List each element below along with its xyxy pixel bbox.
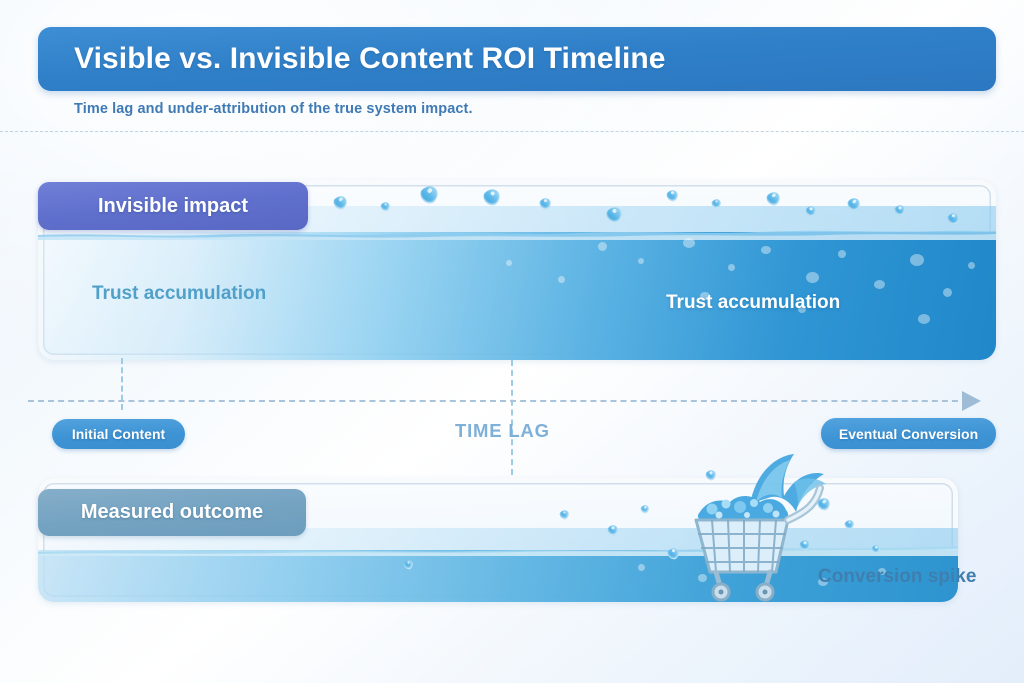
page-title: Visible vs. Invisible Content ROI Timeli… [74, 42, 666, 75]
timeline-tick-timelag [511, 360, 513, 475]
conversion-spike-label: Conversion spike [818, 566, 977, 587]
invisible-impact-badge-label: Invisible impact [97, 194, 249, 217]
invisible-impact-badge[interactable]: Invisible impact [38, 182, 308, 230]
water-bubble [798, 306, 806, 313]
water-fill-lower [38, 550, 958, 602]
measured-outcome-badge[interactable]: Measured outcome [38, 489, 306, 536]
water-surface-upper [38, 230, 996, 240]
eventual-conversion-badge[interactable]: Eventual Conversion [821, 418, 996, 449]
title-bar: Visible vs. Invisible Content ROI Timeli… [38, 27, 996, 91]
shopping-cart-icon [694, 454, 826, 602]
water-bubble [918, 314, 930, 324]
water-bubble [638, 564, 645, 571]
timeline-tick-initial [121, 358, 123, 410]
water-fill-upper [38, 232, 996, 360]
water-bubble [698, 574, 707, 582]
water-bubble [806, 272, 819, 283]
water-bubble [598, 242, 607, 251]
initial-content-badge-label: Initial Content [71, 426, 166, 442]
water-bubble [761, 246, 771, 254]
water-bubble [968, 262, 975, 269]
water-bubble [838, 250, 846, 258]
invisible-impact-tank: Trust accumulation [38, 180, 996, 360]
initial-content-badge[interactable]: Initial Content [52, 419, 185, 449]
water-bubble [910, 254, 924, 266]
time-lag-label: TIME LAG [455, 420, 550, 441]
water-bubble [818, 578, 828, 586]
header-divider [0, 131, 1024, 132]
page-subtitle: Time lag and under-attribution of the tr… [74, 101, 473, 117]
water-bubble [506, 260, 512, 266]
water-bubble [943, 288, 952, 297]
timeline-axis [28, 400, 968, 402]
trust-accumulation-label-left: Trust accumulation [92, 283, 267, 304]
water-bubble [874, 280, 885, 289]
trust-accumulation-label-right: Trust accumulation [666, 292, 841, 313]
timeline-arrow-icon [962, 391, 981, 411]
water-bubble [728, 264, 735, 271]
water-bubble [878, 568, 886, 575]
water-bubble [683, 238, 695, 248]
measured-outcome-badge-label: Measured outcome [80, 501, 264, 523]
water-bubble [558, 276, 565, 283]
water-bubble [638, 258, 644, 264]
water-bubble [700, 292, 710, 300]
eventual-conversion-badge-label: Eventual Conversion [838, 425, 979, 442]
